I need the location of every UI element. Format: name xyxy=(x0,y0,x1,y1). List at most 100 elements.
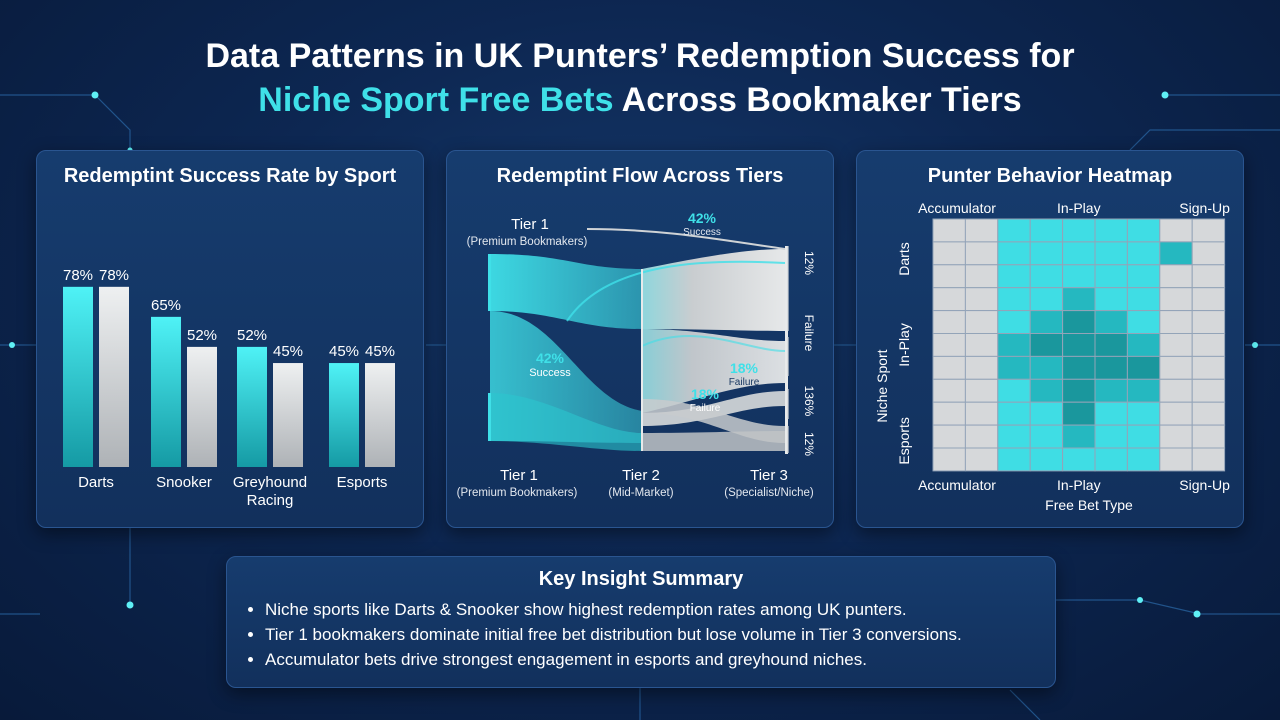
summary-bullet: Tier 1 bookmakers dominate initial free … xyxy=(265,622,962,647)
page-title-accent: Niche Sport Free Bets xyxy=(258,81,614,119)
sankey-top-sub: (Premium Bookmakers) xyxy=(467,236,588,248)
bar-snooker-1 xyxy=(151,316,181,467)
flow-tier1-upper xyxy=(490,254,642,329)
heatmap-cell xyxy=(1029,378,1064,403)
heatmap-cell xyxy=(997,424,1031,449)
heatmap-cell xyxy=(1191,401,1226,426)
heatmap-cell xyxy=(1094,310,1128,335)
heatmap-cell xyxy=(997,401,1031,426)
summary-bullet: Accumulator bets drive strongest engagem… xyxy=(265,647,962,672)
heatmap-cell xyxy=(997,241,1031,266)
heatmap-cell xyxy=(1029,333,1064,357)
annotation-value: 42% xyxy=(688,210,717,226)
annotation-text: Failure xyxy=(690,403,721,414)
bar-data-label: 78% xyxy=(63,267,93,284)
flow-tier2-block xyxy=(642,249,785,331)
bar-data-label: 45% xyxy=(329,343,359,360)
heatmap-cell xyxy=(1062,264,1096,289)
node-tier1-bar-lower xyxy=(488,393,491,441)
heatmap-cell xyxy=(1159,424,1193,449)
right-label: Failure xyxy=(802,315,816,352)
heatmap-cell xyxy=(1062,355,1096,380)
summary-title: Key Insight Summary xyxy=(538,568,744,590)
node-label-tier1: Tier 1 xyxy=(500,467,538,484)
annotation-value: 42% xyxy=(536,350,565,366)
bar-data-label: 78% xyxy=(99,267,129,284)
annotation-value: 18% xyxy=(730,360,759,376)
heatmap-cell xyxy=(1191,241,1226,266)
heatmap-cell xyxy=(1029,287,1064,312)
heatmap-cell xyxy=(1191,333,1226,357)
bar-snooker-2 xyxy=(187,346,217,467)
annotation-text: Success xyxy=(683,227,721,238)
page-title-line2: Niche Sport Free Bets Across Bookmaker T… xyxy=(0,78,1280,122)
flow-chart: Tier 1 (Premium Bookmakers) 42% Success … xyxy=(457,210,816,499)
heatmap-cell xyxy=(1191,310,1226,335)
heatmap-cell xyxy=(1126,424,1161,449)
heatmap-cell xyxy=(1159,333,1193,357)
bar-chart-title: Redemptint Success Rate by Sport xyxy=(63,165,397,187)
heatmap-cell xyxy=(1159,355,1193,380)
heatmap-cell xyxy=(997,355,1031,380)
heatmap-cell xyxy=(932,218,966,243)
heatmap-cell xyxy=(1126,218,1161,243)
heatmap-cell xyxy=(997,218,1031,243)
heatmap-cell xyxy=(1029,310,1064,335)
heatmap-cell xyxy=(1029,355,1064,380)
summary-bullet: Niche sports like Darts & Snooker show h… xyxy=(265,597,962,622)
x-tick-label: Snooker xyxy=(156,474,212,491)
x-tick-label: Darts xyxy=(78,474,114,491)
flow-chart-title: Redemptint Flow Across Tiers xyxy=(496,165,784,187)
heatmap-cell xyxy=(1126,287,1161,312)
heatmap-cell xyxy=(1126,333,1161,357)
heatmap-cell xyxy=(997,447,1031,472)
heatmap-cell xyxy=(964,378,999,403)
heatmap-bottom-tick: Accumulator xyxy=(918,477,996,493)
heatmap-cell xyxy=(1062,447,1096,472)
bar-data-label: 65% xyxy=(151,297,181,314)
bar-data-label: 45% xyxy=(365,343,395,360)
heatmap-cell xyxy=(964,424,999,449)
heatmap-cell xyxy=(997,264,1031,289)
heatmap-cell xyxy=(1094,287,1128,312)
heatmap-cell xyxy=(1126,401,1161,426)
flow-tier2-low1 xyxy=(642,391,785,426)
heatmap-cell xyxy=(964,355,999,380)
heatmap-ylabel: Niche Sport xyxy=(874,349,890,422)
heatmap-cell xyxy=(1029,401,1064,426)
heatmap-cell xyxy=(1159,264,1193,289)
heatmap-cell xyxy=(1191,287,1226,312)
heatmap-cell xyxy=(1159,378,1193,403)
heatmap-cell xyxy=(932,424,966,449)
heatmap-cell xyxy=(1094,447,1128,472)
flow-thin-cyan2 xyxy=(641,335,786,352)
heatmap-bottom-tick: In-Play xyxy=(1057,477,1101,493)
bar-greyhound-racing-2 xyxy=(273,363,303,467)
heatmap-top-tick: Accumulator xyxy=(918,200,996,216)
heatmap-cell xyxy=(1029,264,1064,289)
page-title-rest: Across Bookmaker Tiers xyxy=(613,81,1022,119)
heatmap-cell xyxy=(1159,218,1193,243)
heatmap-cell xyxy=(1159,241,1193,266)
heatmap-xlabel: Free Bet Type xyxy=(1045,497,1133,513)
heatmap-cell xyxy=(997,287,1031,312)
right-label: 12% xyxy=(802,432,816,456)
heatmap-cell xyxy=(1094,241,1128,266)
heatmap-cell xyxy=(964,287,999,312)
flow-thin-top xyxy=(586,228,786,250)
node-tier2-bar xyxy=(641,269,643,451)
heatmap-cell xyxy=(1062,424,1096,449)
heatmap-cell xyxy=(964,218,999,243)
heatmap-cell xyxy=(1094,378,1128,403)
heatmap-cell xyxy=(997,378,1031,403)
node-sub-tier3: (Specialist/Niche) xyxy=(724,487,814,499)
heatmap-cell xyxy=(1191,218,1226,243)
flow-tier1-bottom xyxy=(490,393,642,451)
heatmap-cell xyxy=(1126,355,1161,380)
heatmap-cell xyxy=(932,287,966,312)
heatmap-y-tick: In-Play xyxy=(896,323,912,367)
heatmap-cell xyxy=(1126,310,1161,335)
heatmap-cell xyxy=(932,264,966,289)
heatmap-cell xyxy=(1094,401,1128,426)
heatmap-cell xyxy=(997,310,1031,335)
